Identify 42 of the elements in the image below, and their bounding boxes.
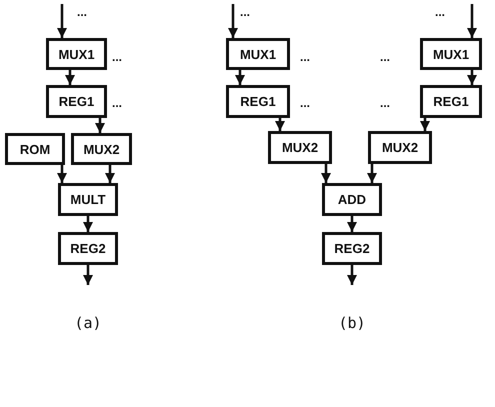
process-box: REG2: [58, 232, 118, 265]
ellipsis-label: ...: [435, 5, 445, 19]
ellipsis-label: ...: [300, 50, 310, 64]
arrow: [467, 4, 477, 38]
ellipsis-label: ...: [77, 5, 87, 19]
process-box: REG1: [226, 85, 290, 118]
process-box: MULT: [58, 183, 118, 216]
arrow: [367, 164, 377, 183]
ellipsis-label: ...: [112, 96, 122, 110]
arrow: [83, 265, 93, 285]
process-box: REG2: [322, 232, 382, 265]
arrow: [347, 265, 357, 285]
arrow: [95, 118, 105, 133]
process-box: MUX2: [268, 131, 332, 164]
ellipsis-label: ...: [240, 5, 250, 19]
arrow: [65, 70, 75, 85]
arrow: [83, 216, 93, 232]
process-box: MUX1: [226, 38, 290, 70]
process-box: REG1: [420, 85, 482, 118]
ellipsis-label: ...: [112, 50, 122, 64]
panel-caption: (b): [338, 314, 366, 332]
arrow: [57, 165, 67, 183]
arrow: [57, 4, 67, 38]
process-box: MUX1: [420, 38, 482, 70]
process-box: MUX1: [46, 38, 107, 70]
arrow: [420, 118, 430, 131]
panel-caption: (a): [74, 314, 102, 332]
ellipsis-label: ...: [300, 96, 310, 110]
arrow: [105, 165, 115, 183]
arrow: [228, 4, 238, 38]
ellipsis-label: ...: [380, 96, 390, 110]
arrow: [347, 216, 357, 232]
arrow: [467, 70, 477, 85]
ellipsis-label: ...: [380, 50, 390, 64]
process-box: MUX2: [368, 131, 432, 164]
arrow: [235, 70, 245, 85]
process-box: ROM: [5, 133, 65, 165]
process-box: REG1: [46, 85, 107, 118]
process-box: MUX2: [71, 133, 132, 165]
arrow: [275, 118, 285, 131]
arrow: [321, 164, 331, 183]
process-box: ADD: [322, 183, 382, 216]
